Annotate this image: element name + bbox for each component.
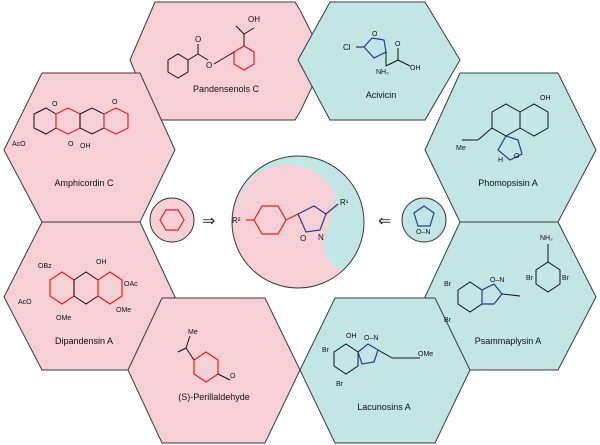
hex-pandensenols: [129, 1, 326, 121]
svg-text:Br: Br: [526, 275, 534, 282]
svg-text:Br: Br: [322, 347, 330, 354]
svg-text:OMe: OMe: [116, 307, 131, 314]
label-dipandensin: Dipandensin A: [55, 336, 113, 346]
label-phomopsisin: Phomopsisin A: [478, 178, 538, 188]
svg-text:OH: OH: [80, 143, 91, 150]
hex-phomopsisin: [424, 72, 597, 223]
perillaldehyde-structure: Me O: [177, 329, 236, 383]
svg-text:OH: OH: [248, 15, 260, 24]
svg-text:OMe: OMe: [56, 315, 71, 322]
svg-text:O: O: [68, 141, 74, 148]
label-acivicin: Acivicin: [366, 90, 397, 100]
hex-lacunosins: [299, 297, 471, 444]
svg-text:OH: OH: [346, 333, 357, 340]
label-lacunosins: Lacunosins A: [357, 402, 411, 412]
svg-text:Br: Br: [562, 275, 570, 282]
label-perillaldehyde: (S)-Perillaldehyde: [178, 392, 250, 402]
phomopsisin-structure: Me OH H O: [456, 95, 551, 164]
svg-text:OMe: OMe: [418, 351, 433, 358]
hex-acivicin: [297, 1, 461, 121]
svg-text:AcO: AcO: [18, 299, 32, 306]
hex-psammaplysin: [424, 221, 597, 371]
svg-text:O–N: O–N: [364, 335, 378, 342]
cyclohexane-building-block: [149, 197, 195, 243]
label-pandensenols: Pandensenols C: [193, 84, 260, 94]
svg-text:O: O: [372, 31, 378, 38]
isoxazoline-o: O: [300, 234, 306, 243]
r1-label: R¹: [340, 198, 349, 207]
svg-text:O: O: [514, 153, 520, 160]
svg-text:Me: Me: [456, 145, 466, 152]
svg-text:O: O: [195, 35, 201, 44]
svg-text:Br: Br: [336, 381, 344, 388]
svg-text:O: O: [395, 41, 401, 48]
acivicin-structure: Cl O NH₂ O OH: [343, 31, 421, 76]
svg-text:OAc: OAc: [124, 281, 138, 288]
svg-text:Me: Me: [188, 329, 198, 336]
svg-text:OBz: OBz: [38, 263, 52, 270]
svg-text:O: O: [206, 61, 212, 70]
hex-perillaldehyde: [127, 297, 301, 444]
isoxazoline-building-block: O–N: [401, 197, 447, 243]
lacunosins-structure: Br Br OH O–N OMe: [322, 333, 433, 388]
arrow-right: ⇒: [202, 213, 215, 230]
svg-text:NH₂: NH₂: [540, 235, 553, 242]
amphicordin-structure: O O AcO O OH: [12, 99, 129, 150]
svg-text:Cl: Cl: [343, 43, 351, 52]
isoxazoline-n: N: [318, 233, 324, 242]
svg-text:Br: Br: [444, 281, 452, 288]
svg-text:OH: OH: [96, 259, 107, 266]
svg-text:O: O: [112, 99, 118, 106]
svg-text:O: O: [52, 101, 58, 108]
svg-text:Br: Br: [444, 317, 452, 324]
arrow-left: ⇐: [378, 213, 391, 230]
central-scaffold: R² R¹ O N: [231, 155, 365, 289]
building-block-on: O–N: [416, 229, 430, 236]
psammaplysin-structure: NH₂ Br Br Br Br O–N: [444, 235, 570, 324]
pandensenols-structure: O O OH: [167, 15, 260, 79]
svg-text:NH₂: NH₂: [376, 69, 389, 76]
label-amphicordin: Amphicordin C: [54, 178, 114, 188]
svg-text:O–N: O–N: [490, 277, 504, 284]
label-psammaplysin: Psammaplysin A: [475, 336, 542, 346]
svg-text:AcO: AcO: [12, 141, 26, 148]
svg-text:OH: OH: [540, 95, 551, 102]
svg-text:OH: OH: [410, 65, 421, 72]
svg-text:H: H: [498, 157, 503, 164]
dipandensin-structure: OBz AcO OMe OH OAc OMe: [18, 259, 138, 322]
svg-text:O: O: [230, 373, 236, 380]
r2-label: R²: [232, 216, 241, 225]
